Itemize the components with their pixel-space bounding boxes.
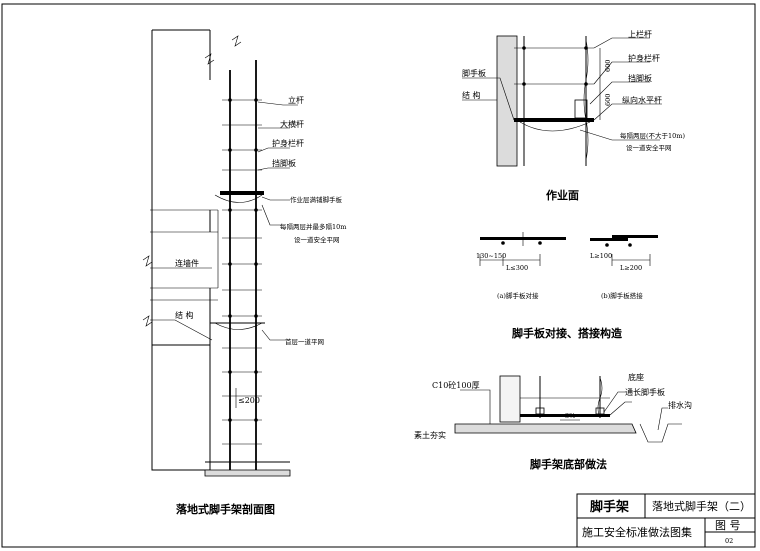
joint-b-caption: (b)脚手板搭接 <box>601 291 643 300</box>
joint-b-dim2: L≥200 <box>620 264 642 272</box>
label-guard-rail: 护身栏杆 <box>272 138 304 148</box>
label-wf-structure: 结 构 <box>462 90 481 100</box>
tb-category: 脚手架 <box>590 499 629 515</box>
dim-600-lower: 600 <box>604 94 612 106</box>
tb-sheet-no: 02 <box>725 537 733 545</box>
work-face-caption: 作业面 <box>546 188 579 202</box>
label-net-note: 每隔两层(不大于10m) <box>620 131 685 140</box>
label-scaffold-board: 脚手板 <box>462 68 486 78</box>
label-upright: 立杆 <box>288 95 304 105</box>
label-concrete: C10砼100厚 <box>432 380 480 390</box>
label-first-net: 首层一道平网 <box>285 337 324 346</box>
label-wf-toe-board: 挡脚板 <box>628 73 652 83</box>
joint-a-caption: (a)脚手板对接 <box>497 291 539 300</box>
label-big-cross-bar: 大横杆 <box>280 119 304 129</box>
label-wf-guard-rail: 护身栏杆 <box>628 53 660 63</box>
base-caption: 脚手架底部做法 <box>530 457 607 471</box>
joint-a-dim1: 130~150 <box>476 252 506 260</box>
label-base-seat: 底座 <box>628 372 644 382</box>
title-block: 脚手架 落地式脚手架（二） 施工安全标准做法图集 图 号 02 <box>576 493 756 548</box>
label-net-note-2: 设一道安全平网 <box>626 143 672 152</box>
joint-a-dim2: L≤300 <box>506 264 528 272</box>
label-safety-net-2: 设一道安全平网 <box>294 235 340 244</box>
tb-atlas: 施工安全标准做法图集 <box>582 525 692 539</box>
label-wall-tie: 连墙件 <box>175 258 199 268</box>
dim-spacing: ≤200 <box>238 396 260 405</box>
sheet-border <box>1 3 756 548</box>
section-view: ≤200 立杆 大横杆 护身栏杆 挡脚板 作业层满铺脚手板 每隔两层并最多隔10… <box>142 29 346 516</box>
label-slope: 3% <box>565 412 575 420</box>
label-toe-board: 挡脚板 <box>272 158 296 168</box>
label-long-board: 通长脚手板 <box>625 387 665 397</box>
label-full-board: 作业层满铺脚手板 <box>290 195 343 204</box>
board-joint-caption: 脚手板对接、搭接构造 <box>512 326 623 340</box>
label-longitudinal-bar: 纵向水平杆 <box>622 95 662 105</box>
label-compacted-soil: 素土夯实 <box>414 430 446 440</box>
label-structure: 结 构 <box>175 310 194 320</box>
joint-b-dim1: L≥100 <box>590 252 612 260</box>
board-joint-view: 130~150 L≤300 (a)脚手板对接 L≥100 L≥200 (b)脚手… <box>476 232 658 340</box>
work-face-view: 600 600 上栏杆 护身栏杆 挡脚板 纵向水平杆 脚手板 结 构 每隔两层(… <box>462 29 685 202</box>
label-drain: 排水沟 <box>668 400 692 410</box>
section-caption: 落地式脚手架剖面图 <box>176 502 275 516</box>
tb-drawing-title: 落地式脚手架（二） <box>652 499 751 513</box>
label-safety-net: 每隔两层并最多隔10m <box>280 222 346 231</box>
dim-600-upper: 600 <box>604 60 612 72</box>
base-view: 3% C10砼100厚 底座 通长脚手板 排水沟 素土夯实 脚手架底部做法 <box>414 372 692 471</box>
tb-sheet-label: 图 号 <box>715 519 741 532</box>
label-top-rail: 上栏杆 <box>628 29 652 39</box>
